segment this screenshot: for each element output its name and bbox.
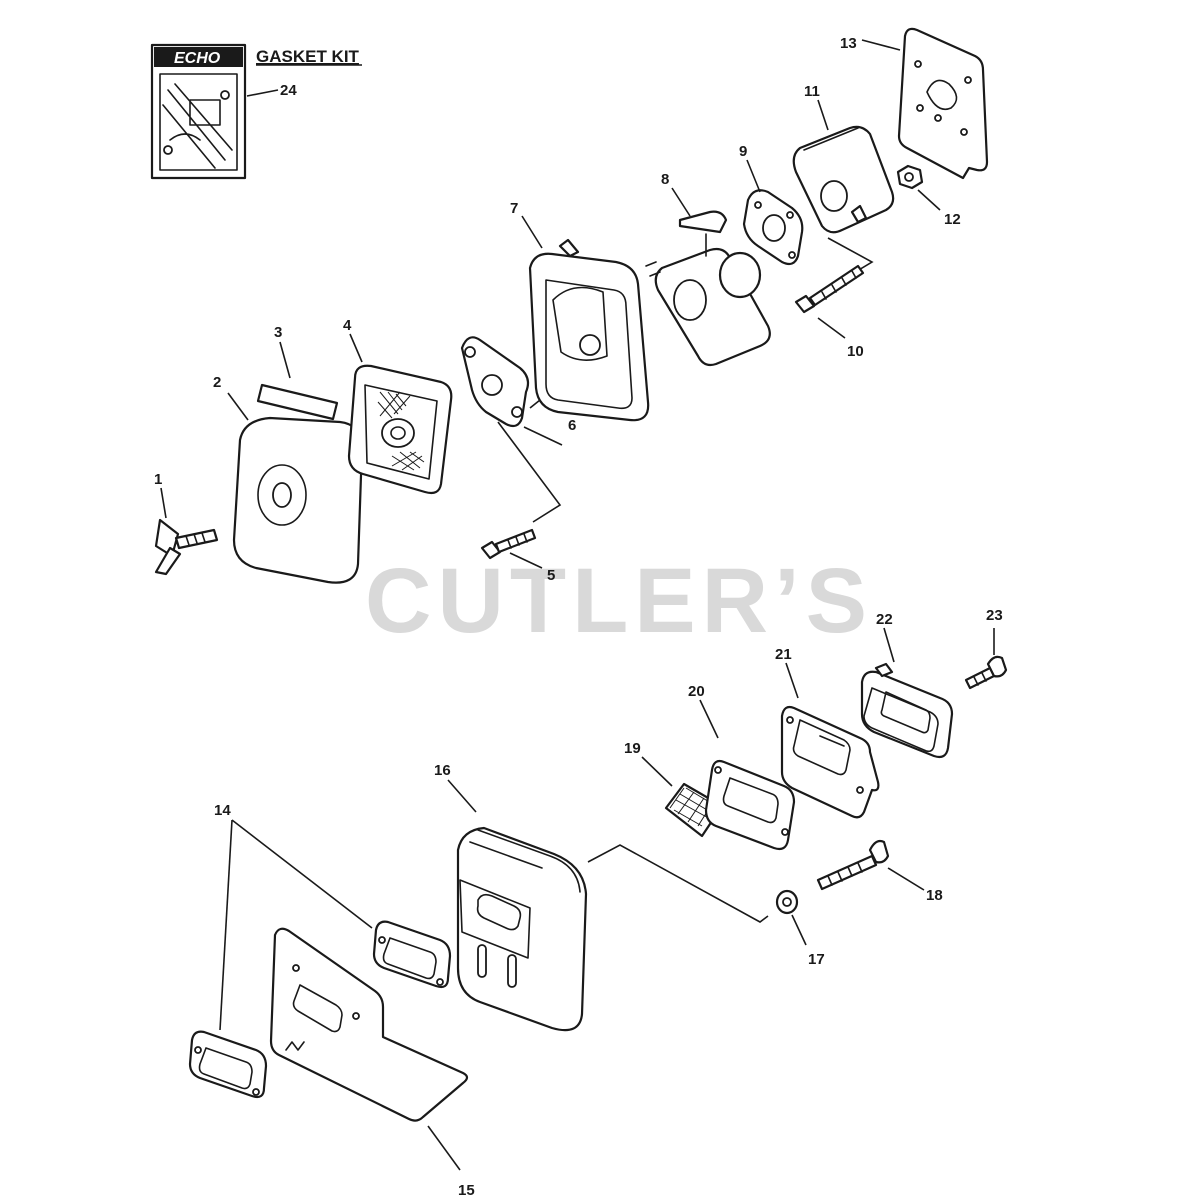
callout-21: 21 <box>775 646 792 663</box>
callout-14: 14 <box>214 802 231 819</box>
part-4-air-filter <box>347 364 453 495</box>
part-23-bolt <box>964 655 1008 690</box>
gasket-kit-brand: ECHO <box>174 50 221 67</box>
callout-23: 23 <box>986 607 1003 624</box>
part-18-bolt <box>816 839 890 891</box>
callout-12: 12 <box>944 211 961 228</box>
part-20-gasket <box>704 759 796 851</box>
part-3-filter-pad <box>256 383 339 421</box>
callout-20: 20 <box>688 683 705 700</box>
part-7-air-cleaner-base <box>528 238 650 422</box>
part-22-plate <box>860 662 954 759</box>
callout-19: 19 <box>624 740 641 757</box>
part-14-gasket-upper <box>372 920 452 989</box>
gasket-kit-title: GASKET KIT <box>256 47 360 66</box>
part-10-bolt <box>794 264 865 314</box>
part-16-muffler <box>456 826 588 1032</box>
callout-3: 3 <box>274 324 282 341</box>
part-6-bracket <box>460 336 530 428</box>
gasket-kit-package: ECHO <box>150 43 247 180</box>
callout-16: 16 <box>434 762 451 779</box>
callout-2: 2 <box>213 374 221 391</box>
callout-11: 11 <box>804 83 820 100</box>
part-13-gasket-plate <box>897 27 989 180</box>
part-1-wing-bolt <box>154 518 219 576</box>
callout-5: 5 <box>547 567 555 584</box>
part-2-air-cleaner-cover <box>232 416 364 584</box>
part-5-bolt <box>480 528 537 560</box>
callout-18: 18 <box>926 887 943 904</box>
callout-17: 17 <box>808 951 825 968</box>
callout-22: 22 <box>876 611 893 628</box>
callout-7: 7 <box>510 200 518 217</box>
part-14-gasket-lower <box>188 1030 268 1099</box>
callout-15: 15 <box>458 1182 475 1199</box>
part-15-heat-shield <box>269 927 469 1122</box>
callout-13: 13 <box>840 35 857 52</box>
part-11-insulator <box>792 125 895 234</box>
part-9-gasket <box>742 189 804 266</box>
callout-8: 8 <box>661 171 669 188</box>
callout-6: 6 <box>568 417 576 434</box>
callout-1: 1 <box>154 471 162 488</box>
callout-24: 24 <box>280 82 297 99</box>
part-21-gasket-plate <box>780 705 880 819</box>
callout-4: 4 <box>343 317 352 334</box>
part-8-carburetor <box>645 210 771 367</box>
watermark-text: CUTLER’S <box>365 550 873 652</box>
callout-9: 9 <box>739 143 747 160</box>
callout-10: 10 <box>847 343 864 360</box>
